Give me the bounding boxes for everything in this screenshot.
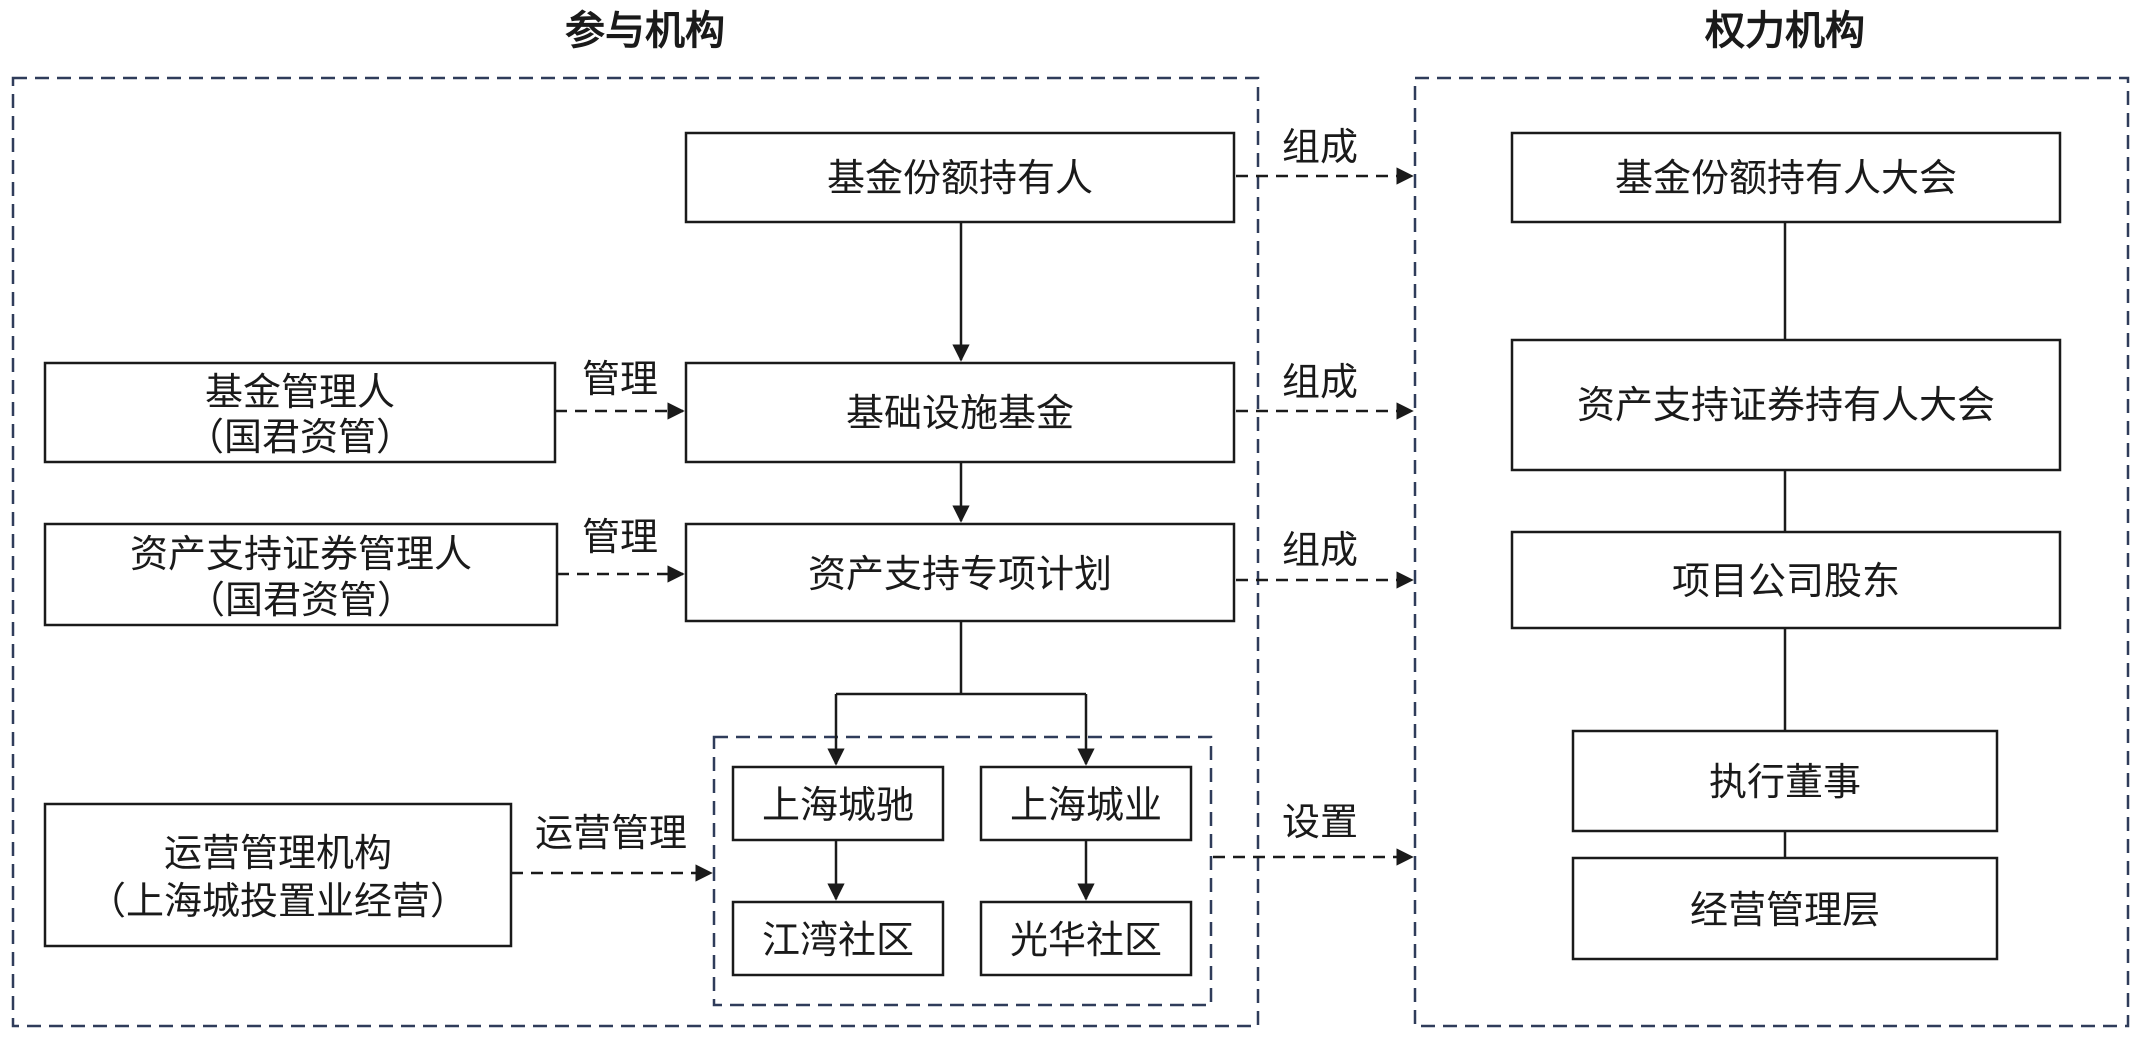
edge-label-compose-2: 组成: [1282, 360, 1358, 404]
edge-label-setup: 设置: [1282, 800, 1358, 844]
edge-label-compose-1: 组成: [1282, 125, 1358, 169]
authority-region: [1413, 76, 2130, 1028]
node-guanghua: 光华社区: [979, 900, 1193, 977]
node-fund-manager: 基金管理人 （国君资管）: [43, 361, 557, 464]
edge-label-manage-2: 管理: [582, 515, 658, 559]
node-abs-plan: 资产支持专项计划: [684, 522, 1236, 623]
section-title-participants: 参与机构: [565, 8, 725, 54]
node-management-label: 经营管理层: [1690, 888, 1880, 932]
node-abs-manager: 资产支持证券管理人 （国君资管）: [43, 522, 559, 627]
node-management: 经营管理层: [1571, 856, 1999, 961]
node-abs-holders-meeting: 资产支持证券持有人大会: [1510, 338, 2062, 472]
edge-label-manage-1: 管理: [582, 357, 658, 401]
node-jiangwan-label: 江湾社区: [762, 918, 914, 962]
participants-region: [11, 76, 1260, 1028]
section-title-authority: 权力机构: [1704, 8, 1865, 54]
node-exec-director-label: 执行董事: [1709, 760, 1861, 804]
edge-label-ops-manage: 运营管理: [535, 811, 687, 855]
node-sh-chengchi: 上海城驰: [731, 765, 945, 842]
node-project-shareholder: 项目公司股东: [1510, 530, 2062, 630]
node-exec-director: 执行董事: [1571, 729, 1999, 833]
node-abs-holders-meeting-label: 资产支持证券持有人大会: [1577, 383, 1995, 427]
node-operator: 运营管理机构 （上海城投置业经营）: [43, 802, 513, 948]
node-guanghua-label: 光华社区: [1010, 918, 1162, 962]
node-sh-chengye-label: 上海城业: [1010, 783, 1162, 827]
node-project-shareholder-label: 项目公司股东: [1672, 559, 1900, 603]
node-abs-plan-label: 资产支持专项计划: [808, 552, 1112, 596]
node-sh-chengye: 上海城业: [979, 765, 1193, 842]
node-jiangwan: 江湾社区: [731, 900, 945, 977]
node-fund-manager-line-1: 基金管理人: [205, 370, 395, 414]
edge-label-compose-3: 组成: [1282, 528, 1358, 572]
node-fund-label: 基础设施基金: [846, 391, 1074, 435]
node-abs-manager-line-2: （国君资管）: [187, 578, 415, 622]
node-holders: 基金份额持有人: [684, 131, 1236, 224]
project-companies-region: [712, 735, 1213, 1007]
node-fund: 基础设施基金: [684, 361, 1236, 464]
node-holders-label: 基金份额持有人: [827, 156, 1093, 200]
node-abs-manager-line-1: 资产支持证券管理人: [130, 532, 472, 576]
node-holders-meeting: 基金份额持有人大会: [1510, 131, 2062, 224]
node-operator-line-1: 运营管理机构: [164, 831, 392, 875]
node-sh-chengchi-label: 上海城驰: [762, 783, 914, 827]
node-holders-meeting-label: 基金份额持有人大会: [1615, 156, 1957, 200]
node-fund-manager-line-2: （国君资管）: [186, 415, 414, 459]
node-operator-line-2: （上海城投置业经营）: [88, 879, 468, 923]
